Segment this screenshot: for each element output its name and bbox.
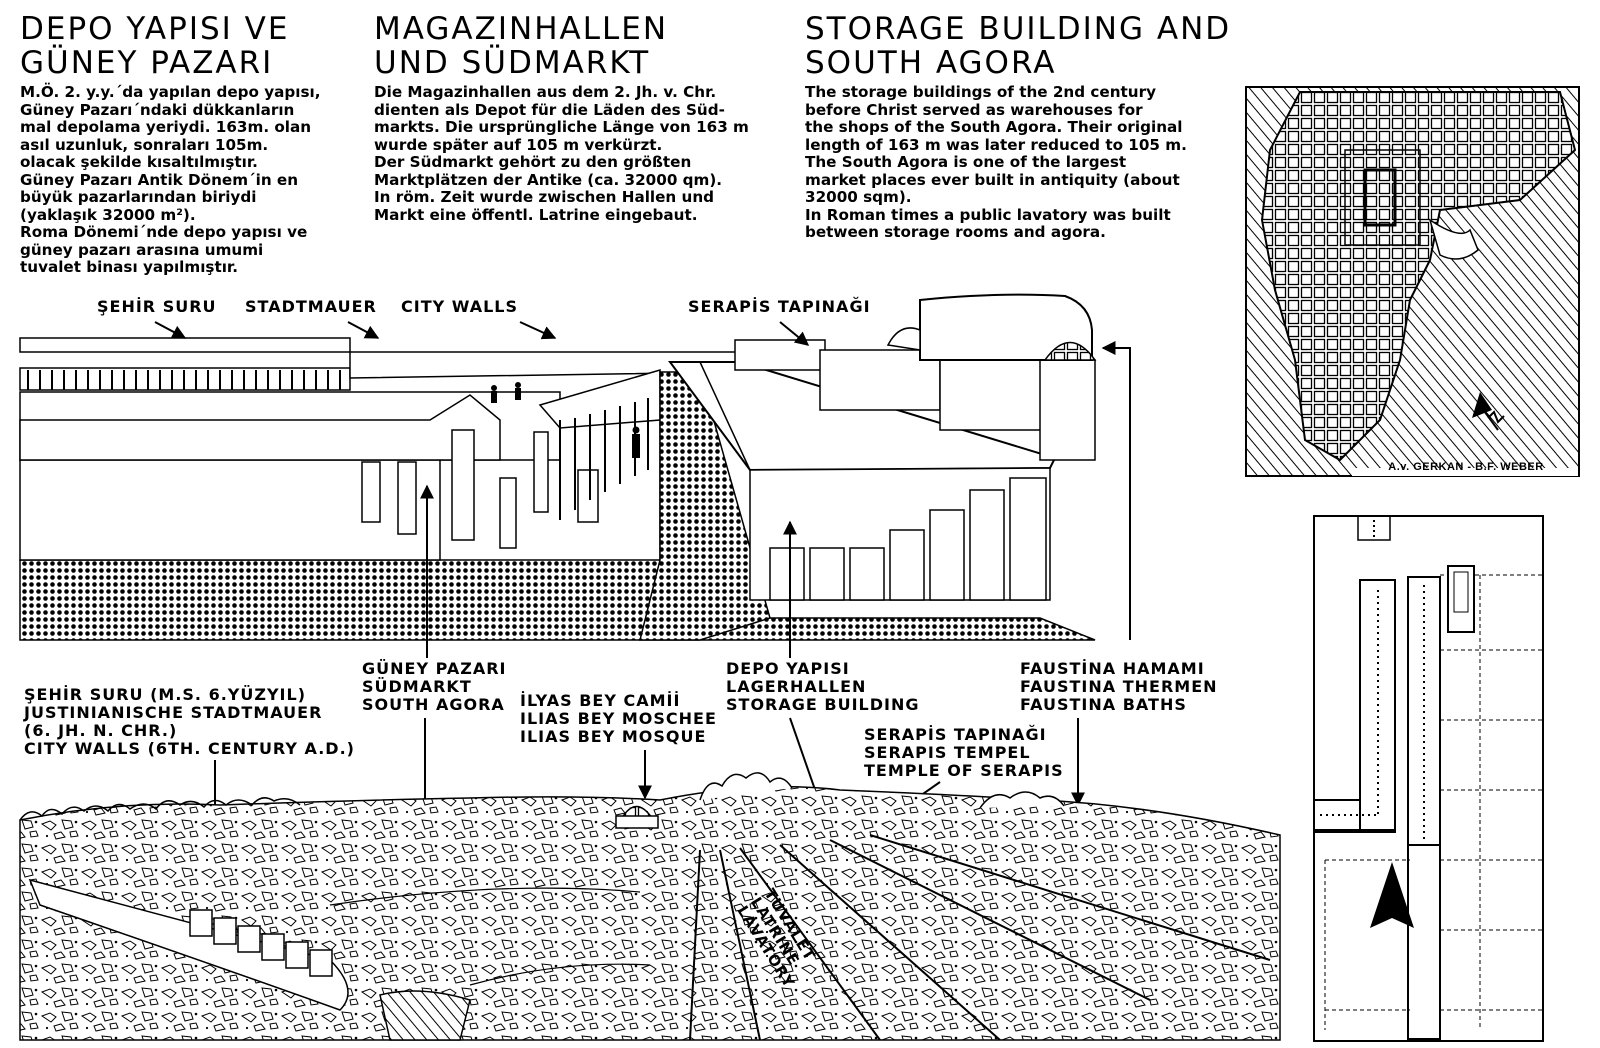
label-south-agora: GÜNEY PAZARI SÜDMARKT SOUTH AGORA xyxy=(362,659,507,714)
label-sehir-suru: ŞEHİR SURU xyxy=(97,297,217,316)
title-turkish: DEPO YAPISI VE GÜNEY PAZARI xyxy=(20,11,290,81)
north-arrow-icon xyxy=(1370,862,1414,928)
column-german: MAGAZINHALLEN UND SÜDMARKT Die Magazinha… xyxy=(374,12,794,224)
label-serapis-top: SERAPİS TAPINAĞI xyxy=(688,297,871,316)
site-sketch xyxy=(19,772,1281,1041)
title-german: MAGAZINHALLEN UND SÜDMARKT xyxy=(374,11,669,81)
text-turkish: M.Ö. 2. y.y.´da yapılan depo yapısı, Gün… xyxy=(20,83,321,276)
label-city-walls: CITY WALLS xyxy=(401,297,518,316)
map-credit: A.v. GERKAN - B.F. WEBER xyxy=(1388,461,1543,473)
text-german: Die Magazinhallen aus dem 2. Jh. v. Chr.… xyxy=(374,83,749,224)
reconstruction-drawing xyxy=(19,293,1097,641)
column-turkish: DEPO YAPISI VE GÜNEY PAZARI M.Ö. 2. y.y.… xyxy=(20,12,360,277)
text-english: The storage buildings of the 2nd century… xyxy=(805,83,1187,241)
site-plan xyxy=(1313,515,1544,1042)
label-city-walls-6th: ŞEHİR SURU (M.S. 6.YÜZYIL) JUSTINIANISCH… xyxy=(24,685,355,758)
column-english: STORAGE BUILDING AND SOUTH AGORA The sto… xyxy=(805,12,1245,242)
label-storage-building: DEPO YAPISI LAGERHALLEN STORAGE BUILDING xyxy=(726,659,920,714)
label-faustina-baths: FAUSTİNA HAMAMI FAUSTINA THERMEN FAUSTIN… xyxy=(1020,659,1218,714)
city-map-inset: A.v. GERKAN - B.F. WEBER xyxy=(1245,86,1580,477)
label-stadtmauer: STADTMAUER xyxy=(245,297,377,316)
label-ilyas-bey-mosque: İLYAS BEY CAMİİ ILIAS BEY MOSCHEE ILIAS … xyxy=(520,691,717,746)
title-english: STORAGE BUILDING AND SOUTH AGORA xyxy=(805,11,1232,81)
north-arrow-icon xyxy=(1472,392,1505,431)
label-temple-of-serapis: SERAPİS TAPINAĞI SERAPIS TEMPEL TEMPLE O… xyxy=(864,725,1064,780)
